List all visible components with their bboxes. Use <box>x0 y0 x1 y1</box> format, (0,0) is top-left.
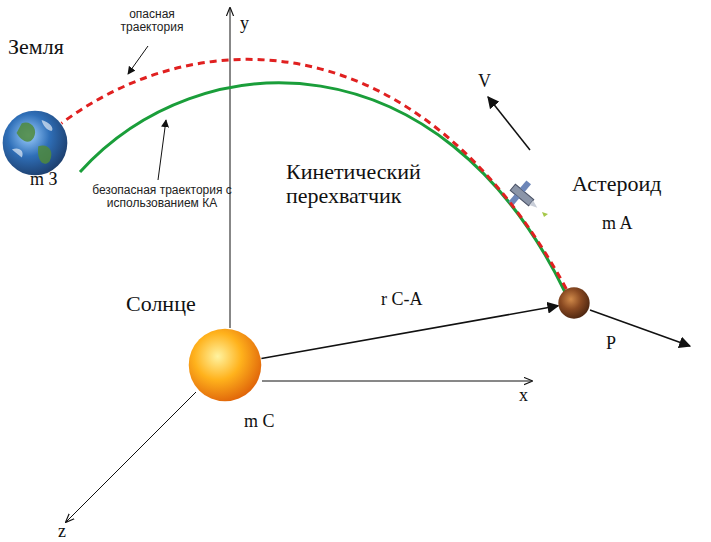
y-axis <box>230 8 231 328</box>
asteroid-body-shape <box>558 287 590 319</box>
asteroid-body: Астероидm A <box>558 287 590 319</box>
leader-line <box>158 120 166 180</box>
axis-or-vector-label: P <box>606 334 616 354</box>
earth-planet-shape <box>2 110 68 176</box>
radius-vector <box>261 306 558 359</box>
sun-star: Солнцеm C <box>188 328 262 402</box>
axis-or-vector-label: x <box>519 386 528 406</box>
body-name: Земля <box>8 35 64 59</box>
axis-or-vector-label: z <box>58 522 66 542</box>
velocity-vector <box>488 97 530 150</box>
z-axis <box>66 392 196 522</box>
dangerous-trajectory <box>61 59 566 289</box>
callout-note: опасная траектория <box>112 8 192 34</box>
interceptor-icon <box>504 177 547 219</box>
impact-flash <box>542 212 548 217</box>
sun-star-shape <box>188 328 262 402</box>
earth-planet: Земляm З <box>2 110 68 176</box>
body-name: Солнце <box>126 292 196 316</box>
body-name: Астероид <box>572 172 661 196</box>
axis-or-vector-label: V <box>478 72 491 92</box>
mass-symbol: m A <box>602 214 633 234</box>
callout-note: безопасная траектория с использованием К… <box>92 184 232 210</box>
safe-trajectory <box>80 83 565 292</box>
axis-or-vector-label: Кинетический перехватчик <box>286 160 486 208</box>
axis-or-vector-label: y <box>240 14 249 34</box>
edge-label: r C-A <box>379 290 425 310</box>
force-vector <box>590 310 690 346</box>
leader-line <box>128 46 148 74</box>
mass-symbol: m З <box>30 170 58 190</box>
x-axis <box>262 381 532 382</box>
mass-symbol: m C <box>244 412 275 432</box>
